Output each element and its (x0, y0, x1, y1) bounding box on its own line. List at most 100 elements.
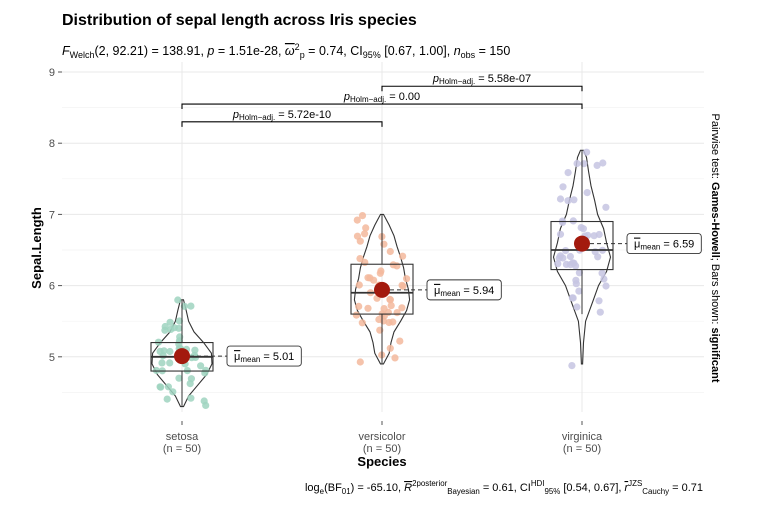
data-point (361, 230, 369, 238)
data-point (355, 281, 363, 289)
data-point (602, 203, 610, 211)
data-point (573, 303, 581, 311)
data-point (568, 362, 576, 370)
rich-part: Bayesian (447, 487, 480, 496)
chart-caption: loge(BF01) = -65.10, R2posteriorBayesian… (305, 479, 703, 496)
rich-part: [0.67, 1.00], (381, 44, 454, 58)
x-tick-count: (n = 50) (563, 443, 601, 455)
data-point (569, 217, 577, 225)
pairwise-sub: Holm−adj. (439, 77, 475, 86)
data-point (175, 317, 183, 325)
rich-part: 2 (412, 479, 416, 488)
data-point (391, 354, 399, 362)
pairwise-note-shown: significant (709, 327, 721, 382)
mean-point (174, 348, 190, 365)
data-point (573, 159, 581, 168)
data-point (398, 281, 406, 289)
data-point (353, 216, 361, 224)
pairwise-sub: Holm−adj. (350, 95, 386, 104)
rich-part: (2, 92.21) = 138.91, (94, 44, 207, 58)
group-versicolor: μmean = 5.94 (350, 212, 502, 366)
data-point (356, 358, 364, 366)
rich-part: 2 (295, 42, 300, 52)
data-point (364, 304, 372, 312)
data-point (366, 274, 374, 282)
data-point (575, 269, 584, 277)
rich-part: 95% (363, 50, 381, 60)
mean-label-virginica: μmean = 6.59 (626, 233, 702, 255)
rich-part: HDI (531, 479, 545, 488)
rich-part: = 150 (475, 44, 510, 58)
data-point (596, 308, 604, 316)
mean-label-mu: μ (634, 239, 640, 251)
mean-label-box (226, 345, 302, 367)
pairwise-value: = 0.00 (386, 91, 420, 103)
data-point (556, 195, 565, 203)
rich-part: r (625, 482, 630, 494)
box-virginica (550, 220, 614, 271)
x-tick-count: (n = 50) (163, 443, 201, 455)
chart-subtitle: FWelch(2, 92.21) = 138.91, p = 1.51e-28,… (62, 42, 510, 60)
rich-part: = 0.71 (669, 482, 703, 494)
data-point (175, 324, 183, 332)
data-point (353, 232, 362, 240)
data-point (572, 276, 580, 284)
pairwise-label: pHolm−adj. = 5.58e-07 (432, 73, 531, 86)
pairwise-note-test: Games-Howell (709, 182, 721, 258)
mean-label-versicolor: μmean = 5.94 (426, 279, 502, 301)
rich-part: p (206, 44, 214, 58)
mean-label-setosa: μmean = 5.01 (226, 345, 302, 367)
pairwise-stat: p (432, 73, 439, 85)
data-point (166, 347, 174, 356)
y-tick-label: 5 (49, 352, 55, 364)
data-point (166, 359, 174, 367)
data-point (187, 302, 195, 310)
mean-point (374, 281, 390, 298)
data-point (554, 260, 562, 268)
rich-part: (BF (324, 482, 342, 494)
pairwise-bracket (381, 85, 583, 92)
data-point (386, 344, 394, 352)
data-point (570, 196, 578, 204)
group-setosa: μmean = 5.01 (150, 296, 302, 409)
data-point (590, 232, 598, 240)
data-point (564, 169, 572, 177)
data-point (202, 366, 210, 374)
mean-label-sub: mean (240, 355, 260, 364)
chart-title: Distribution of sepal length across Iris… (62, 12, 417, 29)
pairwise-value: = 5.58e-07 (475, 73, 531, 85)
violin-virginica (552, 149, 612, 365)
rich-part: Cauchy (642, 487, 669, 496)
data-point (175, 340, 183, 348)
pairwise-test-note: Pairwise test: Games-Howell; Bars shown:… (709, 114, 721, 383)
rich-part: R (404, 482, 412, 494)
rich-part: obs (461, 50, 476, 60)
rich-part: n (454, 44, 461, 58)
data-point (159, 352, 167, 360)
pairwise-label: pHolm−adj. = 5.72e-10 (232, 109, 331, 122)
rich-part: log (305, 482, 320, 494)
data-point (386, 247, 394, 256)
data-point (355, 302, 363, 310)
data-point (176, 333, 184, 341)
pairwise-value: = 5.72e-10 (275, 109, 331, 121)
x-tick-label: versicolor (358, 431, 405, 443)
rich-part: JZS (628, 479, 642, 488)
data-point (599, 159, 607, 167)
x-axis-label: Species (357, 454, 406, 469)
rich-part: [0.54, 0.67], (560, 482, 624, 494)
data-point (358, 212, 367, 220)
data-point (595, 297, 603, 305)
data-point (191, 346, 199, 354)
data-point (166, 318, 174, 326)
data-point (583, 148, 591, 156)
data-point (356, 255, 364, 263)
y-tick-label: 8 (49, 138, 55, 150)
mean-label-text: μmean = 5.94 (434, 285, 494, 298)
rich-part: = 0.61, CI (480, 482, 531, 494)
data-point (600, 275, 608, 283)
mean-label-sub: mean (440, 289, 460, 298)
pairwise-bar: pHolm−adj. = 0.00 (181, 91, 583, 110)
data-point (187, 394, 195, 402)
